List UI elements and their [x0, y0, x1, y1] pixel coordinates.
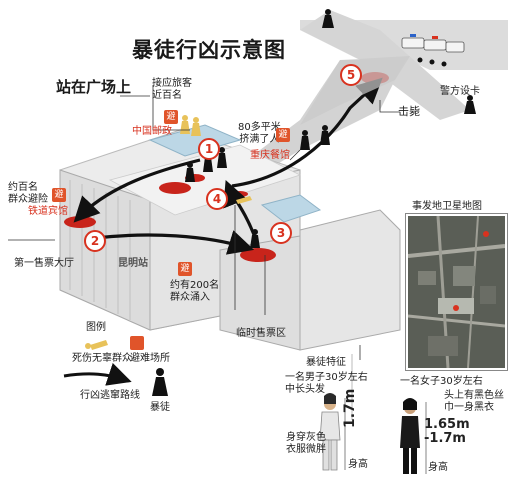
thug-figures [185, 9, 476, 248]
label-temp-ticket: 临时售票区 [236, 328, 286, 339]
shelter-icon: 避 [164, 110, 178, 124]
label-square: 站在广场上 [56, 78, 132, 96]
marker-2: 2 [84, 230, 106, 252]
woman-hair: 头上有黑色丝 巾一身黑衣 [444, 390, 504, 413]
label-pickup-passengers: 接应旅客 近百名 [152, 78, 192, 101]
legend-shelter: 避难场所 [130, 353, 170, 364]
label-ticket-hall: 第一售票大厅 [14, 258, 74, 269]
label-kunming-station: 昆明站 [118, 258, 148, 269]
label-china-post: 中国邮政 [132, 126, 172, 137]
road-to-checkpoint [300, 56, 410, 125]
label-crowded: 80多平米 挤满了人 [238, 122, 281, 145]
label-hundred-shelter: 约百名 群众避险 [8, 182, 48, 205]
shelter-icon: 避 [276, 128, 290, 142]
man-desc: 一名男子30岁左右 中长头发 [285, 372, 368, 395]
marker-4: 4 [206, 188, 228, 210]
man-height: 1.7m [342, 388, 358, 428]
satellite-map [406, 214, 507, 370]
man-height-label: 身高 [348, 459, 368, 470]
shelter-icon: 避 [52, 188, 66, 202]
legend-thug: 暴徒 [150, 402, 170, 413]
legend-title: 图例 [86, 322, 106, 333]
woman-height-label: 身高 [428, 462, 448, 473]
marker-1: 1 [198, 138, 220, 160]
legend-victims: 死伤无辜群众 [72, 353, 132, 364]
label-two-hundred-shelter: 约有200名 群众涌入 [170, 280, 220, 303]
pointer-lines [8, 85, 400, 420]
woman-desc: 一名女子30岁左右 [400, 376, 483, 387]
label-shot: 击毙 [398, 105, 420, 118]
marker-5: 5 [340, 64, 362, 86]
label-police-checkpoint: 警方设卡 [440, 86, 480, 97]
label-sat-map: 事发地卫星地图 [412, 201, 482, 212]
man-clothes: 身穿灰色 衣服微胖 [286, 432, 326, 455]
escape-route [73, 77, 383, 255]
legend-route: 行凶逃窜路线 [80, 390, 140, 401]
label-railway-hotel: 铁道宾馆 [28, 206, 68, 217]
plaza [108, 144, 302, 216]
victim-figures [180, 115, 252, 204]
woman-height: 1.65m -1.7m [424, 417, 470, 446]
features-title: 暴徒特征 [306, 357, 346, 368]
label-chongqing-restaurant: 重庆餐馆 [250, 150, 290, 161]
satellite-map-image [408, 216, 505, 368]
police-cars [401, 34, 465, 53]
shelter-icon: 避 [178, 262, 192, 276]
page-title: 暴徒行凶示意图 [132, 38, 286, 62]
marker-3: 3 [270, 222, 292, 244]
